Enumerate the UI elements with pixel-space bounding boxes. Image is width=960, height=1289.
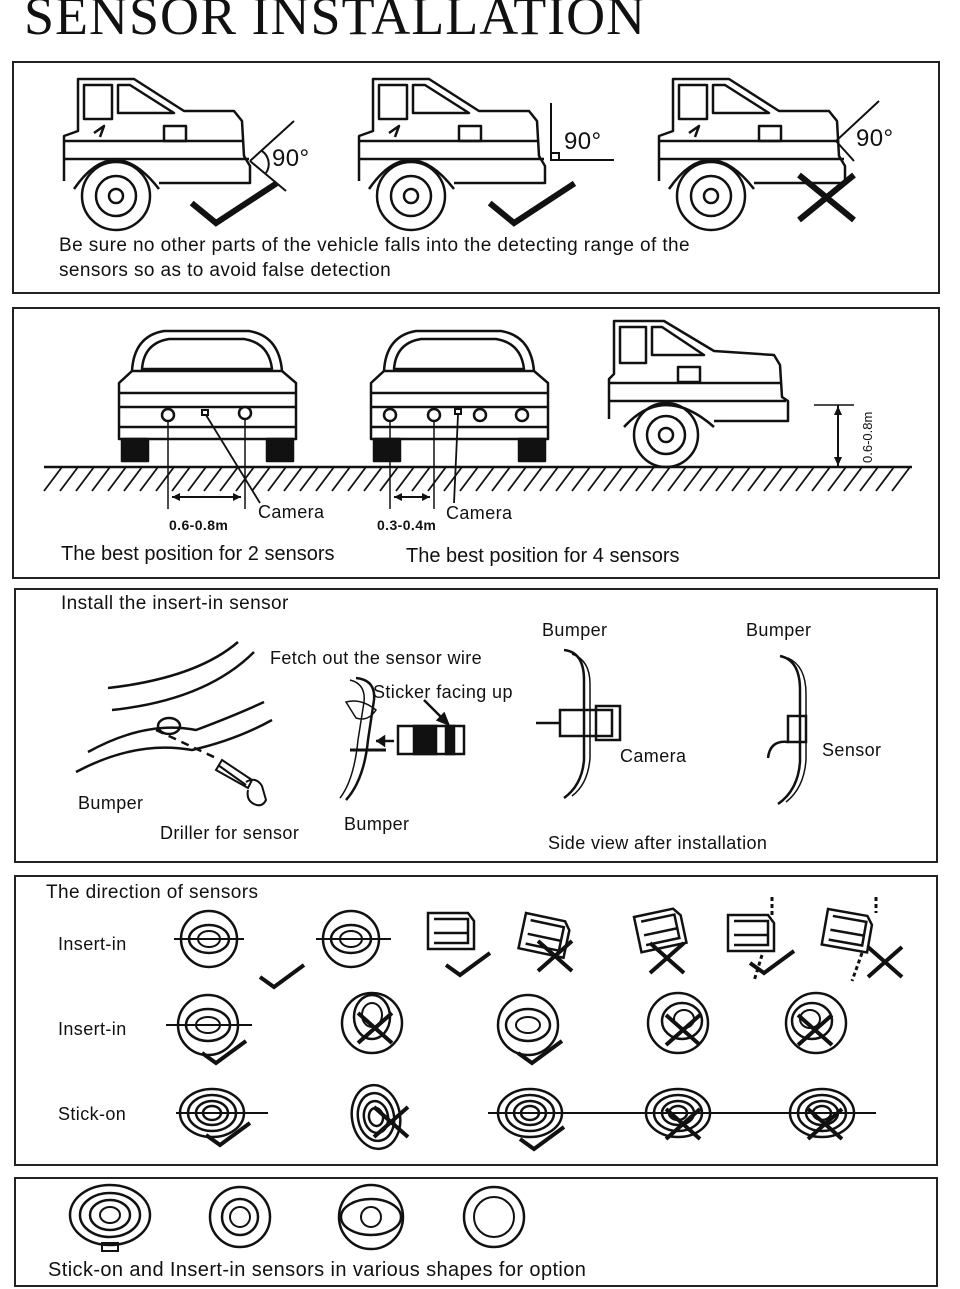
- driller-label: Driller for sensor: [160, 823, 300, 843]
- check-icon: [492, 185, 572, 223]
- row-label-stick-on: Stick-on: [58, 1104, 127, 1124]
- cross-icon: [664, 1013, 702, 1047]
- drill-icon: [214, 758, 268, 807]
- check-icon: [444, 951, 492, 977]
- sensor-icon: [784, 991, 848, 1055]
- car-rear-icon: [117, 329, 298, 509]
- sensor-icon: [820, 897, 878, 982]
- insert-in-install-panel: Install the insert-in sensor Fetch out t…: [14, 588, 938, 863]
- detection-range-panel: 90° 90° 90° Be sure no other parts of th…: [12, 61, 940, 294]
- sticker-label: Sticker facing up: [373, 682, 513, 702]
- fetch-wire-label: Fetch out the sensor wire: [270, 648, 483, 668]
- shapes-caption: Stick-on and Insert-in sensors in variou…: [48, 1259, 587, 1281]
- distance-4-sensors: 0.3-0.4m: [377, 517, 437, 533]
- row-label-insert-in: Insert-in: [58, 1019, 127, 1039]
- angle-label: 90°: [272, 145, 310, 172]
- car-rear-icon: [607, 319, 790, 469]
- sensor-side-view: [766, 654, 808, 806]
- bumper-curve: [75, 641, 273, 774]
- check-icon: [200, 1039, 248, 1065]
- sensor-icon: [339, 676, 466, 801]
- car-rear-icon: [62, 77, 295, 232]
- distance-2-sensors: 0.6-0.8m: [169, 517, 229, 533]
- sensor-icon: [426, 911, 476, 951]
- check-icon: [194, 185, 274, 223]
- check-icon: [748, 949, 796, 975]
- cross-icon: [796, 1013, 834, 1047]
- detection-note-line1: Be sure no other parts of the vehicle fa…: [59, 235, 690, 256]
- sensor-label: Sensor: [822, 740, 882, 760]
- sensor-shapes-illustration: [68, 1183, 526, 1252]
- detection-range-illustration: [62, 77, 880, 232]
- camera-side-view: [536, 648, 622, 800]
- row-label-insert-in: Insert-in: [58, 934, 127, 954]
- sensor-shapes-panel: Stick-on and Insert-in sensors in variou…: [14, 1177, 938, 1287]
- sensor-icon: [174, 909, 244, 969]
- sensor-icon: [176, 1087, 268, 1139]
- sensor-position-panel: 0.6-0.8m Camera 0.3-0.4m Camera 0.6-0.8m…: [12, 307, 940, 579]
- camera-label: Camera: [620, 746, 687, 766]
- sensor-position-illustration: [43, 319, 912, 509]
- bumper-label: Bumper: [746, 620, 812, 640]
- bumper-label: Bumper: [344, 814, 410, 834]
- camera-label: Camera: [446, 503, 513, 523]
- caption-2-sensors: The best position for 2 sensors: [61, 543, 335, 565]
- car-rear-icon: [657, 77, 880, 232]
- sensor-icon: [208, 1185, 272, 1249]
- insert-in-heading: Install the insert-in sensor: [61, 593, 289, 614]
- detection-note-line2: sensors so as to avoid false detection: [59, 260, 392, 281]
- sensor-icon: [316, 909, 391, 969]
- side-view-label: Side view after installation: [548, 833, 768, 853]
- sensor-icon: [462, 1185, 526, 1249]
- caption-4-sensors: The best position for 4 sensors: [406, 545, 680, 567]
- bumper-label: Bumper: [78, 793, 144, 813]
- sensor-direction-panel: The direction of sensors Insert-in Inser…: [14, 875, 938, 1166]
- bumper-label: Bumper: [542, 620, 608, 640]
- cross-icon: [866, 945, 904, 979]
- sensor-direction-illustration: [166, 897, 904, 1154]
- sensor-icon: [68, 1183, 152, 1252]
- angle-label: 90°: [564, 128, 602, 155]
- cross-icon: [536, 939, 574, 973]
- camera-label: Camera: [258, 502, 325, 522]
- height-label: 0.6-0.8m: [860, 411, 875, 463]
- check-icon: [258, 963, 306, 989]
- sensor-icon: [337, 1183, 405, 1251]
- angle-label: 90°: [856, 125, 894, 152]
- direction-heading: The direction of sensors: [46, 882, 259, 903]
- page-title: SENSOR INSTALLATION: [24, 0, 647, 46]
- sensor-icon: [726, 897, 776, 982]
- car-rear-icon: [357, 77, 614, 232]
- insert-in-install-illustration: [75, 641, 808, 807]
- car-rear-icon: [369, 329, 550, 509]
- ground-hatch: [43, 465, 912, 492]
- sensor-icon: [496, 993, 560, 1057]
